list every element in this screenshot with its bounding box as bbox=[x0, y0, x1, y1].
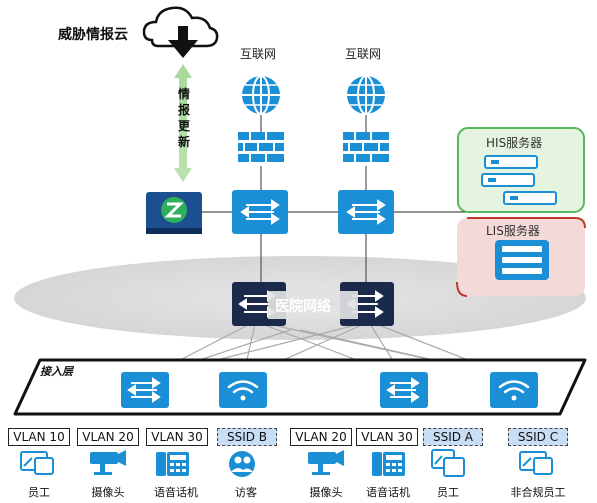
lis-server-label: LIS服务器 bbox=[486, 224, 540, 238]
update-label: 情报更新 bbox=[177, 87, 190, 149]
vlan-tag: VLAN 10 bbox=[8, 428, 70, 446]
ssid-tag: SSID B bbox=[217, 428, 277, 446]
access-switch-icon bbox=[380, 372, 428, 408]
vlan-tag: VLAN 30 bbox=[146, 428, 208, 446]
server-rack-icon bbox=[481, 155, 557, 205]
endpoint-label: 语音话机 bbox=[154, 486, 198, 499]
vlan-tag: VLAN 30 bbox=[356, 428, 418, 446]
internet-label: 互联网 bbox=[345, 47, 382, 61]
endpoint-label: 员工 bbox=[28, 486, 50, 499]
camera-icon bbox=[308, 450, 344, 475]
noncompliant-pc-icon bbox=[519, 451, 553, 475]
endpoint-label: 摄像头 bbox=[309, 486, 343, 499]
employee-pc-icon bbox=[20, 451, 54, 475]
internet-globe-icon bbox=[242, 75, 280, 115]
internet-label: 互联网 bbox=[240, 47, 277, 61]
internet-globe-icon bbox=[347, 75, 385, 115]
update-arrow-icon bbox=[174, 64, 192, 182]
security-appliance-icon bbox=[146, 192, 202, 234]
endpoint-label: 摄像头 bbox=[91, 486, 125, 499]
his-server-label: HIS服务器 bbox=[486, 136, 543, 150]
server-led-icon bbox=[488, 160, 518, 200]
wifi-ap-icon bbox=[219, 372, 267, 408]
threat-cloud-label: 威胁情报云 bbox=[58, 27, 128, 43]
access-switch-icon bbox=[121, 372, 169, 408]
server-stack-icon bbox=[495, 240, 549, 280]
voice-phone-icon bbox=[372, 452, 405, 476]
endpoint-label: 员工 bbox=[437, 486, 459, 499]
threat-cloud-icon bbox=[142, 6, 219, 58]
access-layer-label: 接入层 bbox=[40, 365, 73, 378]
firewall-icon bbox=[343, 132, 389, 162]
ssid-tag: SSID A bbox=[423, 428, 483, 446]
router-switch-icon bbox=[232, 190, 288, 234]
voice-phone-icon bbox=[156, 452, 189, 476]
hospital-network-label: 医院网络 bbox=[275, 299, 331, 315]
employee-pc-icon bbox=[431, 449, 465, 477]
wifi-ap-icon bbox=[490, 372, 538, 408]
router-switch-icon bbox=[338, 190, 394, 234]
vlan-tag: VLAN 20 bbox=[290, 428, 352, 446]
hospital-network-label-box bbox=[268, 291, 358, 319]
endpoint-label: 访客 bbox=[235, 486, 257, 499]
endpoint-label: 语音话机 bbox=[366, 486, 410, 499]
guest-icon bbox=[229, 451, 255, 477]
vlan-tag: VLAN 20 bbox=[77, 428, 139, 446]
endpoint-label: 非合规员工 bbox=[510, 486, 566, 499]
ssid-tag: SSID C bbox=[508, 428, 568, 446]
firewall-icon bbox=[238, 132, 284, 162]
camera-icon bbox=[90, 450, 126, 475]
